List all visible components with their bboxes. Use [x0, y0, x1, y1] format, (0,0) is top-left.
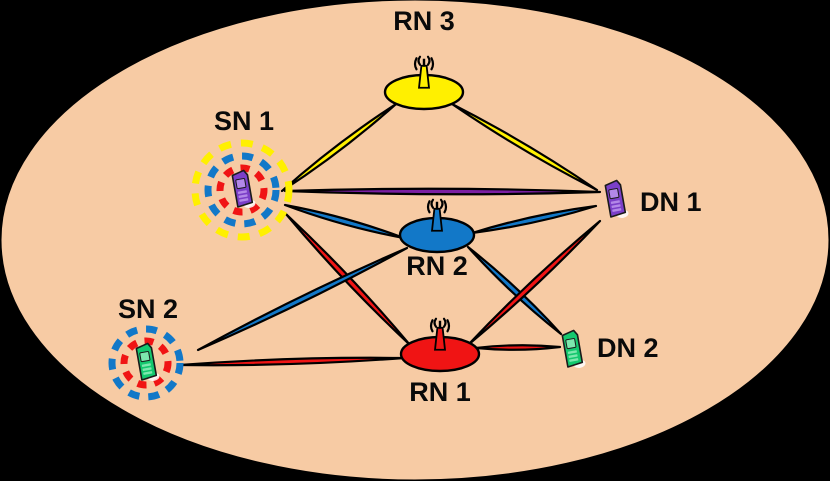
coverage-ring-1-sn1 — [216, 164, 268, 216]
phone-keypad-row — [141, 363, 151, 368]
tower-signal-wave — [433, 317, 438, 328]
node-sn2[interactable] — [108, 325, 184, 401]
node-sn1[interactable] — [191, 139, 293, 241]
mobile-phone-icon — [561, 329, 586, 368]
node-rn1[interactable] — [399, 317, 481, 373]
phone-keypad-row — [567, 350, 577, 355]
tower-signal-wave — [426, 55, 431, 66]
nodes-layer — [108, 55, 629, 401]
tower-mast — [417, 64, 431, 89]
mobile-phone-icon — [135, 342, 160, 381]
tower-signal-wave — [443, 200, 448, 214]
phone-keypad-row — [568, 354, 578, 358]
node-label-rn3: RN 3 — [393, 6, 455, 36]
tower-mast — [433, 326, 447, 351]
tower-signal-wave — [430, 57, 435, 71]
phone-keypad-row — [611, 204, 621, 208]
node-rn2[interactable] — [398, 198, 476, 254]
phone-screen — [235, 178, 247, 190]
antenna-tower-icon — [426, 198, 448, 232]
antenna-tower-icon — [413, 55, 435, 89]
phone-screen — [608, 188, 620, 200]
link-path-sn1-dn1 — [283, 187, 602, 196]
tower-signal-wave — [446, 319, 451, 333]
tower-signal-wave — [439, 198, 444, 209]
node-label-dn1: DN 1 — [640, 187, 702, 217]
link-path-rn1-dn2 — [474, 344, 562, 351]
link-rn1-dn2 — [474, 344, 562, 351]
coverage-ring-3-sn1 — [191, 139, 293, 241]
phone-keypad-row — [239, 198, 249, 202]
phone-keypad-row — [238, 194, 248, 198]
node-label-rn1: RN 1 — [409, 377, 471, 407]
link-path-rn2-dn2 — [466, 245, 563, 336]
tower-mast — [430, 207, 444, 232]
link-rn2-dn2 — [466, 245, 563, 336]
link-path-rn2-dn1 — [470, 204, 598, 235]
tower-signal-wave — [442, 317, 447, 328]
coverage-ring-2-sn2 — [108, 325, 184, 401]
link-sn1-dn1 — [283, 187, 602, 196]
link-rn1-dn1 — [466, 219, 602, 347]
labels-layer: RN 3 RN 2 RN 1 SN 1 SN 2 DN 1 DN 2 — [118, 6, 702, 407]
phone-keypad-row — [612, 208, 622, 212]
node-label-sn1: SN 1 — [214, 106, 274, 136]
phone-keypad-row — [610, 200, 620, 205]
link-rn3-dn1 — [450, 102, 599, 192]
phone-keypad-row — [569, 358, 579, 362]
tower-signal-wave — [430, 198, 435, 209]
coverage-ring-1-sn2 — [120, 337, 172, 389]
link-sn2-rn2 — [196, 246, 409, 352]
link-rn2-dn1 — [470, 204, 598, 235]
link-path-sn2-rn2 — [196, 246, 409, 352]
node-label-dn2: DN 2 — [597, 333, 659, 363]
link-path-rn3-dn1 — [450, 102, 599, 192]
node-label-rn2: RN 2 — [406, 251, 468, 281]
phone-screen — [139, 351, 151, 363]
links-layer — [178, 102, 602, 367]
node-label-sn2: SN 2 — [118, 294, 178, 324]
antenna-tower-icon — [429, 317, 451, 351]
tower-signal-wave — [426, 200, 431, 214]
coverage-ring-2-sn1 — [204, 152, 280, 228]
node-dn2[interactable] — [561, 329, 586, 370]
phone-keypad-row — [142, 367, 152, 371]
link-path-rn1-dn1 — [466, 219, 602, 347]
phone-keypad-row — [143, 371, 153, 375]
node-rn3[interactable] — [383, 55, 465, 111]
tower-signal-wave — [429, 319, 434, 333]
tower-signal-wave — [413, 57, 418, 71]
mobile-phone-icon — [231, 169, 256, 208]
mobile-phone-icon — [604, 179, 629, 218]
node-dn1[interactable] — [604, 179, 629, 220]
phone-keypad-row — [237, 190, 247, 195]
phone-screen — [565, 338, 577, 350]
tower-signal-wave — [417, 55, 422, 66]
